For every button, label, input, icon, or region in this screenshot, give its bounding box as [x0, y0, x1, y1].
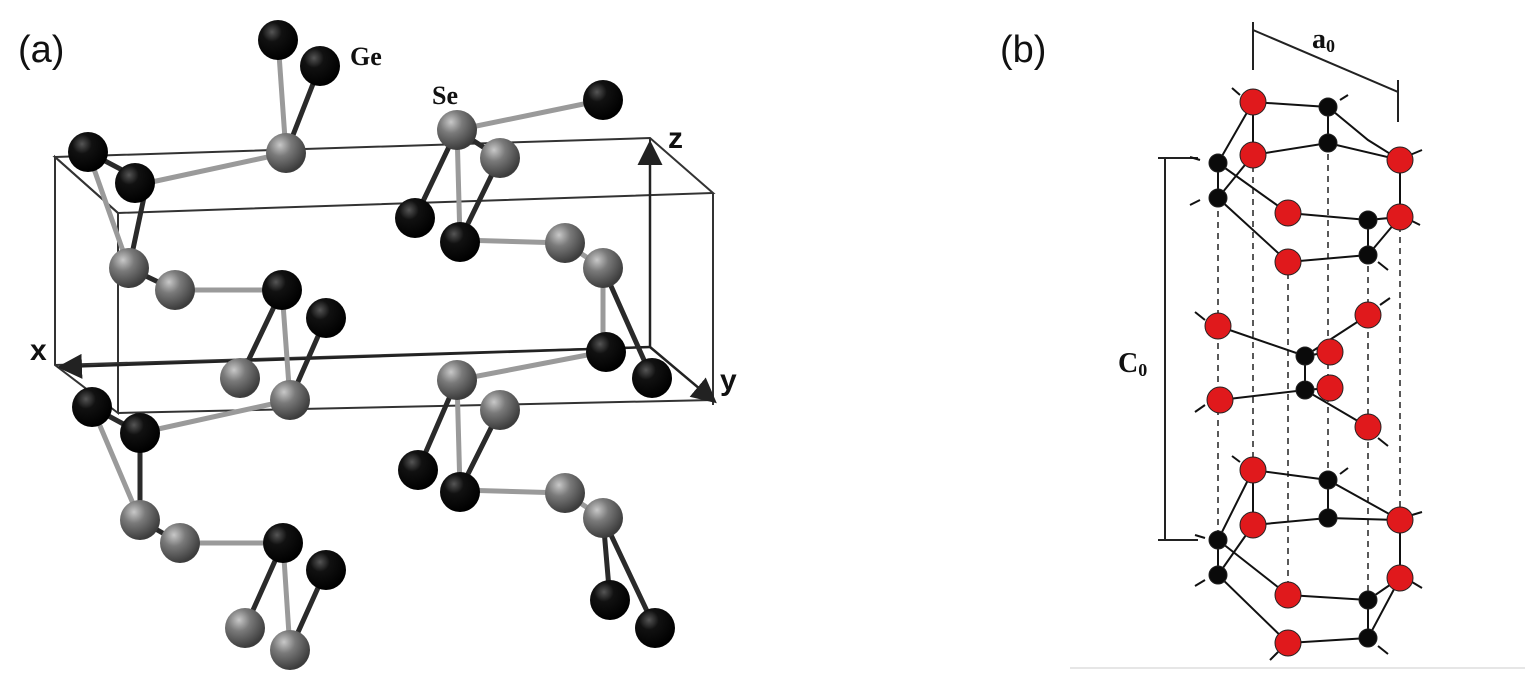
- black-atom: [1358, 210, 1378, 230]
- ge-atom: [395, 198, 435, 238]
- black-atom: [1208, 565, 1228, 585]
- ge-atom: [68, 132, 108, 172]
- c0-dimension: [1158, 157, 1198, 541]
- red-atom: [1386, 506, 1414, 534]
- c0-symbol: C: [1118, 348, 1138, 379]
- red-atom: [1239, 511, 1267, 539]
- red-atom: [1239, 88, 1267, 116]
- se-atom: [583, 498, 623, 538]
- se-atom: [220, 358, 260, 398]
- ge-atom: [632, 358, 672, 398]
- z-axis-label: z: [668, 122, 683, 155]
- se-atom: [160, 523, 200, 563]
- red-atom: [1206, 386, 1234, 414]
- red-atom: [1316, 374, 1344, 402]
- black-atom: [1208, 188, 1228, 208]
- ge-atom: [306, 550, 346, 590]
- panel-b-label: (b): [1000, 29, 1046, 71]
- se-atom: [266, 133, 306, 173]
- se-atom: [437, 110, 477, 150]
- ge-atom: [300, 46, 340, 86]
- a0-label: a0: [1312, 24, 1335, 56]
- black-atom: [1318, 97, 1338, 117]
- ge-atom: [115, 163, 155, 203]
- ge-atom: [262, 270, 302, 310]
- ge-atom: [306, 298, 346, 338]
- panel-a-label: (a): [18, 29, 64, 71]
- black-atom: [1208, 530, 1228, 550]
- red-atom: [1386, 564, 1414, 592]
- ge-atom: [635, 608, 675, 648]
- black-atom: [1358, 245, 1378, 265]
- x-axis-arrow: [57, 345, 651, 379]
- black-atom: [1295, 380, 1315, 400]
- black-atom: [1208, 153, 1228, 173]
- se-atom: [155, 270, 195, 310]
- y-axis-label: y: [720, 364, 737, 397]
- se-label: Se: [432, 81, 458, 110]
- atoms-b: [1204, 88, 1414, 657]
- a0-subscript: 0: [1326, 36, 1335, 56]
- ge-atom: [258, 20, 298, 60]
- ge-label: Ge: [350, 42, 382, 71]
- se-atom: [270, 630, 310, 670]
- red-atom: [1274, 629, 1302, 657]
- ge-atom: [440, 472, 480, 512]
- red-atom: [1274, 248, 1302, 276]
- red-atom: [1239, 141, 1267, 169]
- ge-atom: [398, 450, 438, 490]
- se-atom: [480, 138, 520, 178]
- panel-a: (a) z x y: [18, 20, 737, 670]
- black-atom: [1358, 628, 1378, 648]
- ge-atom: [120, 413, 160, 453]
- ge-atom: [72, 387, 112, 427]
- red-atom: [1316, 338, 1344, 366]
- se-atom: [545, 473, 585, 513]
- black-atom: [1295, 346, 1315, 366]
- c0-subscript: 0: [1138, 360, 1147, 380]
- panel-b: (b) a0 C0: [1000, 22, 1525, 669]
- red-atom: [1204, 312, 1232, 340]
- black-atom: [1318, 133, 1338, 153]
- ge-atom: [586, 332, 626, 372]
- y-axis-arrow: [649, 346, 717, 404]
- a0-dimension: [1252, 22, 1399, 122]
- red-atom: [1386, 203, 1414, 231]
- axis-arrows: [57, 140, 717, 404]
- se-atom: [225, 608, 265, 648]
- red-atom: [1386, 146, 1414, 174]
- se-atom: [437, 360, 477, 400]
- red-atom: [1274, 199, 1302, 227]
- x-axis-label: x: [30, 334, 47, 367]
- ge-atom: [263, 523, 303, 563]
- black-atom: [1318, 508, 1338, 528]
- a0-symbol: a: [1312, 24, 1326, 55]
- red-atom: [1354, 301, 1382, 329]
- ge-atom: [583, 80, 623, 120]
- red-atom: [1354, 413, 1382, 441]
- atoms-a: [68, 20, 675, 670]
- se-atom: [583, 248, 623, 288]
- se-atom: [545, 223, 585, 263]
- ge-atom: [440, 222, 480, 262]
- black-atom: [1318, 470, 1338, 490]
- se-atom: [270, 380, 310, 420]
- ge-atom: [590, 580, 630, 620]
- black-atom: [1358, 590, 1378, 610]
- se-atom: [120, 500, 160, 540]
- red-atom: [1274, 581, 1302, 609]
- se-atom: [480, 390, 520, 430]
- c0-label: C0: [1118, 348, 1147, 380]
- se-atom: [109, 248, 149, 288]
- red-atom: [1239, 456, 1267, 484]
